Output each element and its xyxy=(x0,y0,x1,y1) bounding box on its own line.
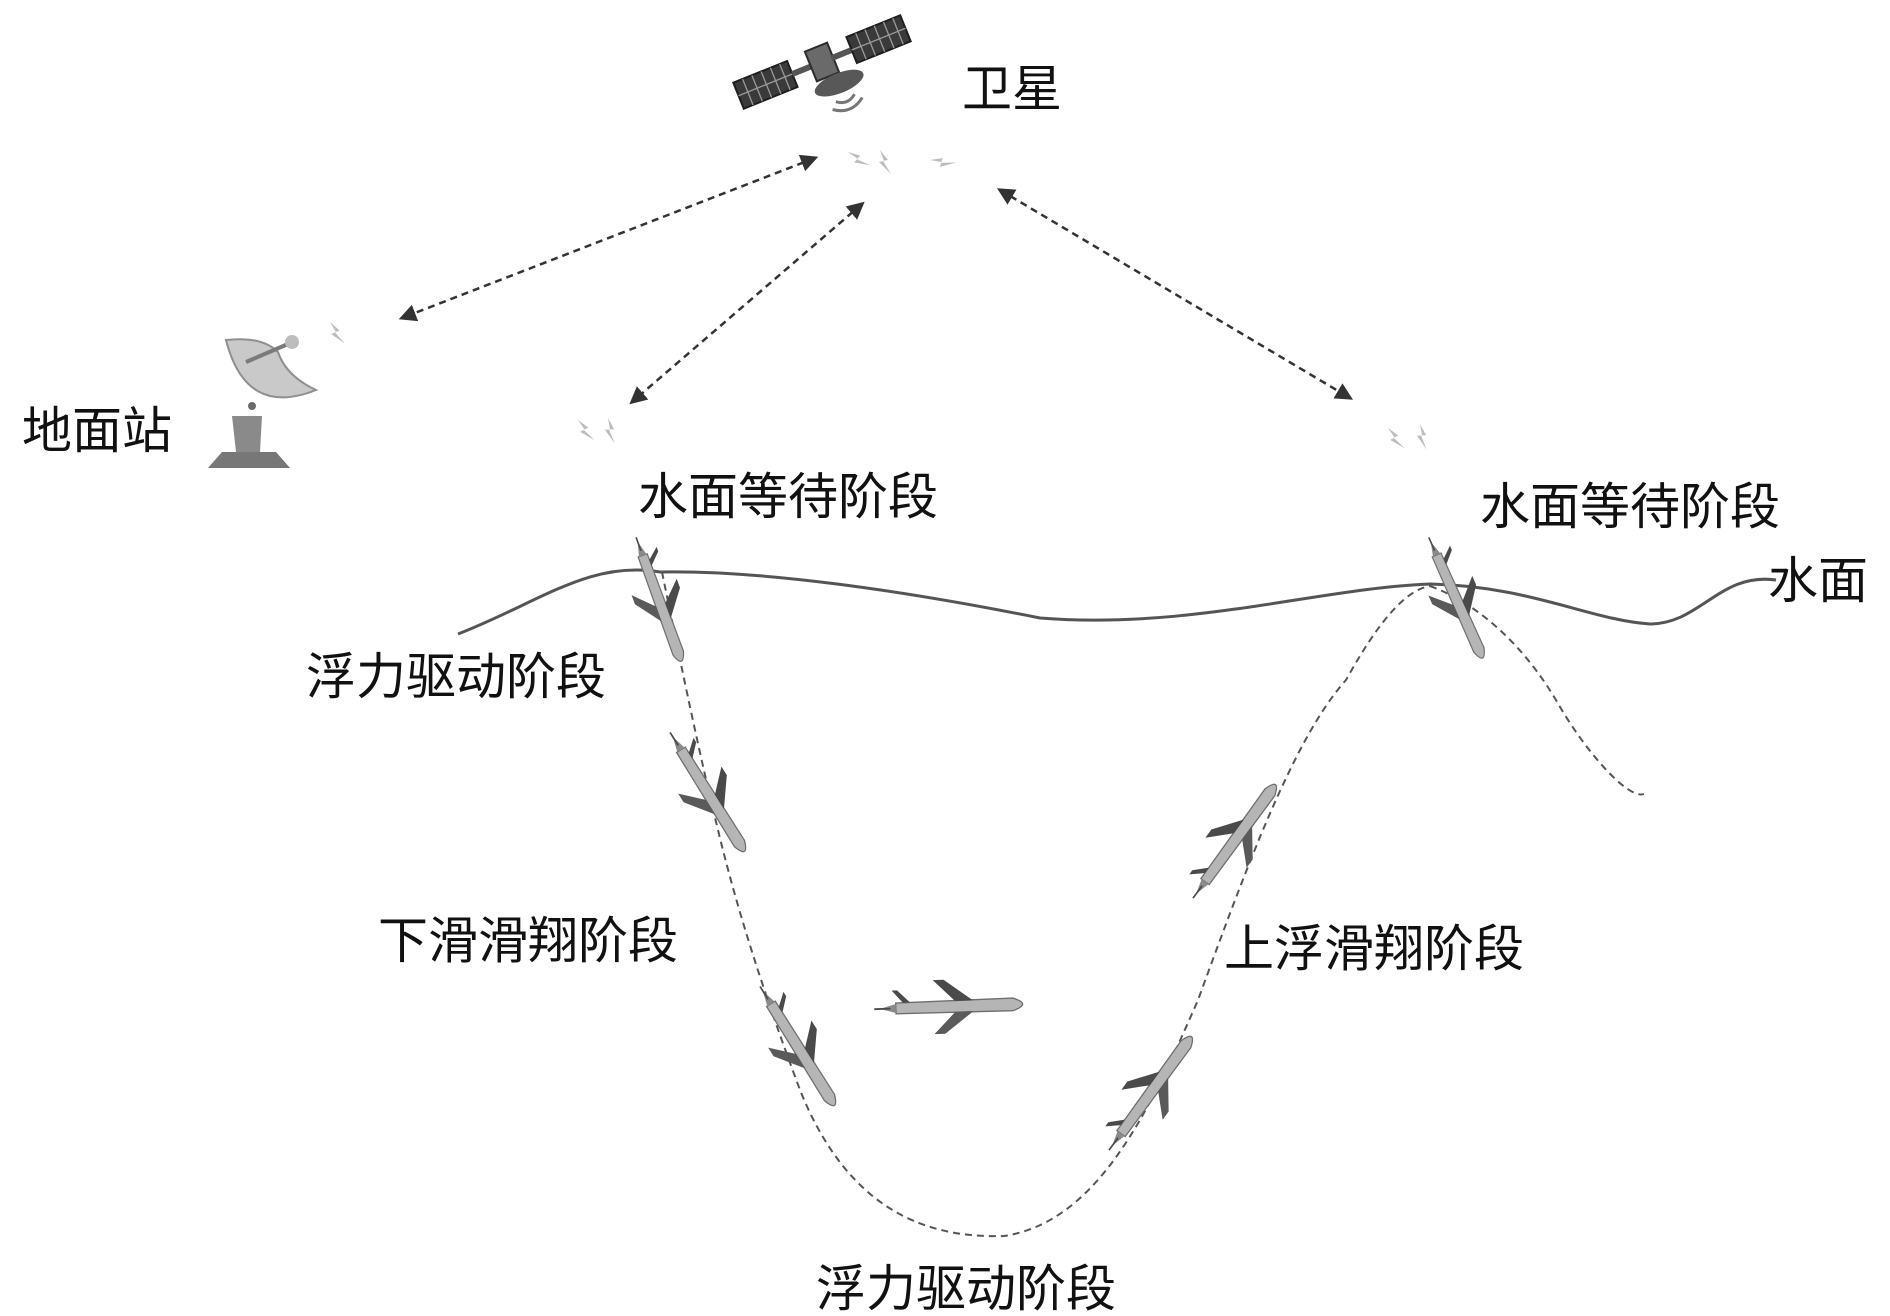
ground-station-label: 地面站 xyxy=(22,402,172,460)
satellite-glider-right-link xyxy=(996,188,1354,400)
glide-up-label: 上浮滑翔阶段 xyxy=(1224,920,1524,978)
glider-icon xyxy=(872,976,1025,1038)
buoyancy-drive-bottom-label: 浮力驱动阶段 xyxy=(816,1260,1116,1316)
satellite-label: 卫星 xyxy=(962,60,1062,118)
glide-down-label: 下滑滑翔阶段 xyxy=(378,912,678,970)
water-surface-line xyxy=(457,568,1777,636)
glide-trajectory xyxy=(661,571,1645,1238)
signal-icon xyxy=(1414,423,1431,450)
communication-links xyxy=(398,154,1354,405)
signal-icon xyxy=(1387,425,1405,452)
signal-icon xyxy=(329,320,346,346)
water-surface-label: 水面 xyxy=(1768,552,1868,610)
surface-wait-left-label: 水面等待阶段 xyxy=(638,468,938,526)
signal-icon xyxy=(929,150,957,173)
signal-icon xyxy=(602,417,619,444)
signal-icon xyxy=(879,150,891,174)
surface-wait-right-label: 水面等待阶段 xyxy=(1480,478,1780,536)
glider-icon xyxy=(647,718,767,866)
ground-station-icon xyxy=(208,335,319,468)
glider-icon xyxy=(1171,768,1297,914)
glider-icon xyxy=(1087,1020,1213,1166)
glider-icon xyxy=(612,528,705,671)
glider-icon xyxy=(1406,526,1506,669)
satellite-ground-link xyxy=(398,154,819,322)
satellite-icon xyxy=(732,14,912,113)
signal-icon xyxy=(847,145,871,173)
signal-icon xyxy=(577,417,595,444)
glider-icon xyxy=(737,972,857,1120)
satellite-glider-left-link xyxy=(629,201,865,405)
buoyancy-drive-top-label: 浮力驱动阶段 xyxy=(306,648,606,706)
